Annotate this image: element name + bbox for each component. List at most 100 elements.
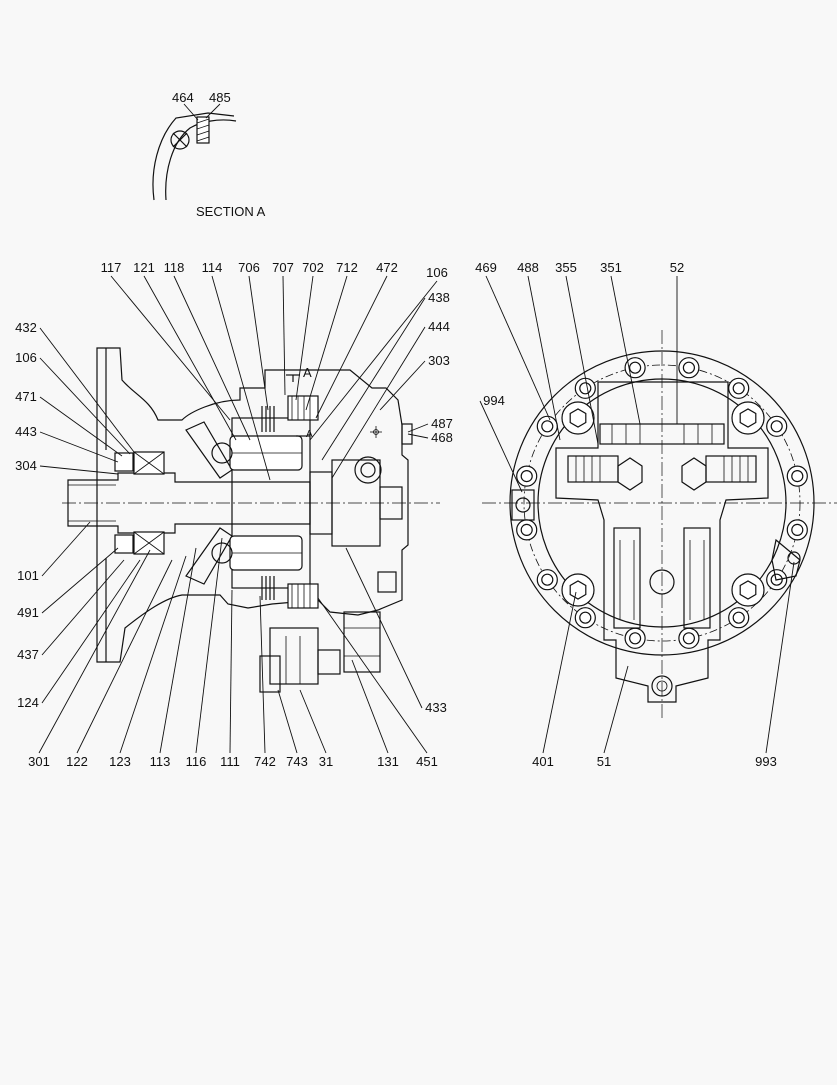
rim-bolt-hole <box>520 523 533 537</box>
part-label-114: 114 <box>202 260 223 275</box>
part-label-993: 993 <box>755 754 777 769</box>
section-marker-a: A <box>303 365 312 380</box>
part-label-31: 31 <box>319 754 333 769</box>
section-a-inset: 464 485 SECTION A <box>152 90 266 219</box>
part-label-303: 303 <box>428 353 450 368</box>
section-title: SECTION A <box>196 204 266 219</box>
part-label-469: 469 <box>475 260 497 275</box>
leader-line-742 <box>259 595 266 754</box>
leader-line-743 <box>277 689 298 754</box>
leader-line-101 <box>41 521 91 577</box>
part-label-707: 707 <box>272 260 294 275</box>
part-label-712: 712 <box>336 260 358 275</box>
rim-bolt <box>624 627 646 649</box>
part-label-994: 994 <box>483 393 505 408</box>
mounting-bolt <box>561 401 595 435</box>
rim-bolt <box>678 627 700 649</box>
part-label-301: 301 <box>28 754 50 769</box>
rim-bolt-hole <box>770 573 783 586</box>
leader-line-702 <box>295 275 314 401</box>
section-marker-a-lower: A <box>306 429 313 440</box>
rim-bolt-hole <box>682 632 696 645</box>
mounting-bolt-head <box>569 408 587 428</box>
part-label-101: 101 <box>17 568 39 583</box>
rim-bolt-hole <box>770 420 783 433</box>
part-label-121: 121 <box>133 260 155 275</box>
part-label-488: 488 <box>517 260 539 275</box>
part-label-472: 472 <box>376 260 398 275</box>
rim-bolt <box>786 465 808 487</box>
leader-line-106 <box>309 280 438 441</box>
part-label-351: 351 <box>600 260 622 275</box>
leader-line-122 <box>76 559 173 754</box>
part-label-131: 131 <box>377 754 399 769</box>
rim-bolt-hole <box>628 632 642 645</box>
leader-lines <box>38 275 795 754</box>
leader-line-488 <box>527 275 561 441</box>
leader-line-111 <box>229 589 233 754</box>
leader-line-116 <box>195 537 223 754</box>
side-section-view: A A <box>62 347 440 693</box>
rim-bolt <box>536 569 558 591</box>
leader-line-131 <box>351 659 389 754</box>
rim-bolt <box>728 377 750 399</box>
part-label-106: 106 <box>15 350 37 365</box>
leader-line-468 <box>407 433 429 439</box>
part-label-113: 113 <box>150 754 171 769</box>
friction-plates-lower <box>261 576 275 600</box>
part-label-401: 401 <box>532 754 554 769</box>
part-label-123: 123 <box>109 754 131 769</box>
rim-bolt-hole <box>579 382 592 395</box>
part-label-51: 51 <box>597 754 611 769</box>
part-label-437: 437 <box>17 647 39 662</box>
leader-line-124 <box>41 559 141 704</box>
part-label-443: 443 <box>15 424 37 439</box>
part-label-106: 106 <box>426 265 448 280</box>
rim-bolt <box>766 415 788 437</box>
leader-line-487 <box>407 423 429 433</box>
rim-bolt-hole <box>732 382 745 395</box>
leader-line-121 <box>143 275 237 441</box>
leader-line-432 <box>39 327 135 453</box>
leader-line-444 <box>331 326 426 479</box>
part-label-122: 122 <box>66 754 88 769</box>
rim-bolt <box>728 607 750 629</box>
leader-line-437 <box>41 559 125 656</box>
rim-bolt <box>574 377 596 399</box>
part-label-432: 432 <box>15 320 37 335</box>
mounting-bolts <box>561 401 765 607</box>
leader-line-471 <box>39 396 123 457</box>
leader-line-993 <box>765 561 795 754</box>
mounting-bolt <box>731 573 765 607</box>
leader-line-351 <box>610 275 641 425</box>
part-label-491: 491 <box>17 605 39 620</box>
rim-bolt <box>516 465 538 487</box>
leader-line-707 <box>282 275 286 396</box>
part-label-124: 124 <box>17 695 39 710</box>
rim-bolt-hole <box>541 573 554 586</box>
leader-line-118 <box>173 275 251 441</box>
leader-line-114 <box>211 275 271 481</box>
rim-bolt <box>678 357 700 379</box>
part-label-438: 438 <box>428 290 450 305</box>
part-label-743: 743 <box>286 754 308 769</box>
section-label-464: 464 <box>172 90 194 105</box>
rim-bolt-hole <box>520 470 533 483</box>
rim-bolt-hole <box>541 420 554 433</box>
leader-line-706 <box>248 275 269 411</box>
mounting-bolt <box>561 573 595 607</box>
part-label-355: 355 <box>555 260 577 275</box>
leader-line-443 <box>39 431 119 463</box>
section-label-485: 485 <box>209 90 231 105</box>
rim-bolt <box>624 357 646 379</box>
leader-line-123 <box>119 555 187 754</box>
rim-bolt-hole <box>732 611 745 624</box>
rim-bolt <box>786 519 808 541</box>
part-label-702: 702 <box>302 260 324 275</box>
leader-line-301 <box>38 549 151 754</box>
rim-bolt-hole <box>791 470 804 483</box>
mounting-bolt-head <box>739 580 757 600</box>
